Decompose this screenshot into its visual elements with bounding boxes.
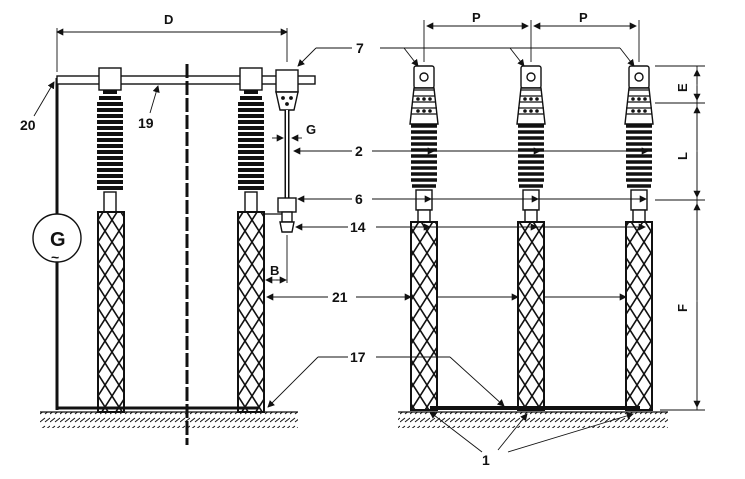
callout-17-label: 17	[350, 349, 366, 365]
dimension-b-label: B	[270, 263, 279, 278]
dimension-f-label: F	[675, 304, 690, 312]
callout-1-label: 1	[482, 452, 490, 468]
right-assembly: P P E L F	[398, 10, 705, 428]
callout-6: 6	[297, 191, 647, 207]
dimension-p: P P	[423, 10, 640, 62]
callout-7: 7	[297, 40, 635, 67]
callout-19: 19	[138, 85, 160, 131]
left-assembly: G ~	[20, 12, 316, 445]
lattice-support-left-2	[237, 211, 265, 413]
callout-21-label: 21	[332, 289, 348, 305]
generator-symbol: G ~	[32, 213, 82, 265]
test-object-arrester	[264, 69, 299, 233]
dimension-e-label: E	[675, 83, 690, 92]
post-insulator-left-2	[238, 67, 264, 213]
generator-tilde: ~	[51, 249, 59, 265]
dimension-d-label: D	[164, 12, 173, 27]
dimension-g-label: G	[306, 122, 316, 137]
dimension-d: D	[56, 12, 288, 72]
callout-19-label: 19	[138, 115, 154, 131]
callout-20: 20	[20, 81, 55, 133]
dimension-l-label: L	[675, 152, 690, 160]
arrester-phase-c	[624, 65, 654, 411]
callout-2-label: 2	[355, 143, 363, 159]
post-insulator-left-1	[97, 67, 123, 213]
lattice-support-left-1	[97, 211, 125, 413]
arrester-phase-b	[516, 65, 546, 411]
callout-14: 14	[295, 219, 646, 235]
dimension-b: B	[265, 235, 288, 284]
callout-14-label: 14	[350, 219, 366, 235]
dimension-p-left-label: P	[472, 10, 481, 25]
callout-21: 21	[266, 289, 627, 305]
arrester-phase-a	[409, 65, 439, 411]
callout-20-label: 20	[20, 117, 36, 133]
dimension-elf: E L F	[655, 65, 705, 411]
callout-17: 17	[267, 349, 505, 408]
generator-letter: G	[50, 229, 66, 251]
callout-2: 2	[293, 143, 649, 159]
callout-7-label: 7	[356, 40, 364, 56]
dimension-g: G	[272, 122, 316, 142]
callout-6-label: 6	[355, 191, 363, 207]
callout-1: 1	[429, 411, 634, 468]
dimension-p-right-label: P	[579, 10, 588, 25]
